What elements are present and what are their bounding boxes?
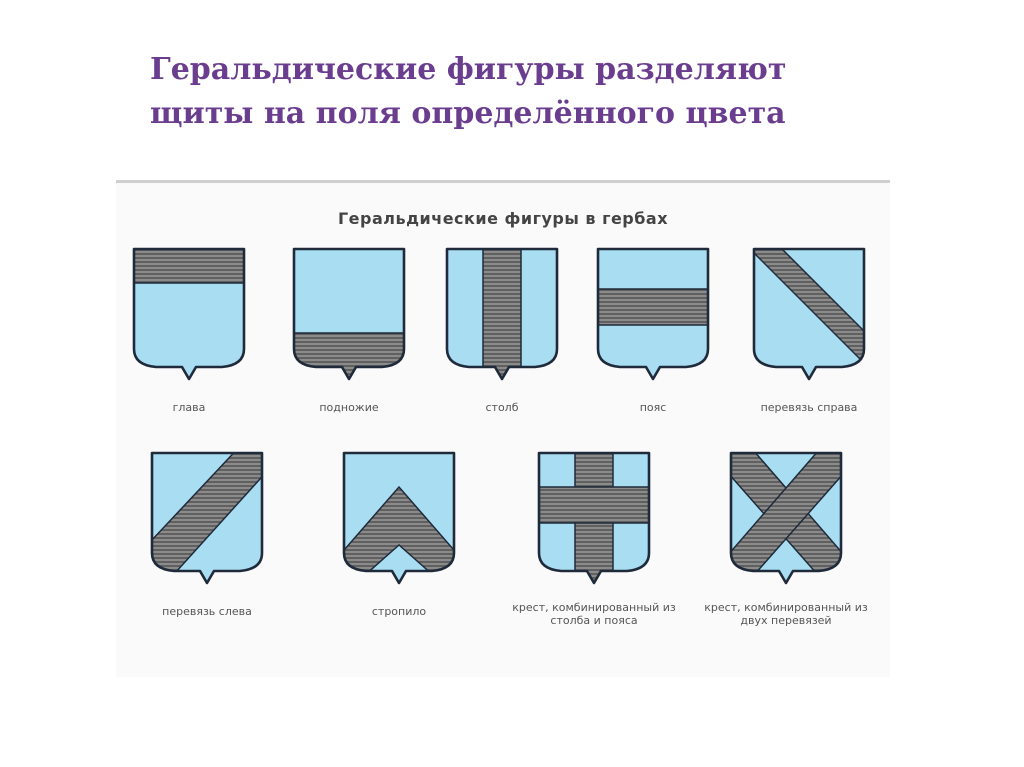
slide-title-line-2: щиты на поля определённого цвета <box>150 96 786 131</box>
caption-krest: крест, комбинированный из столба и пояса <box>512 601 676 627</box>
heraldic-ordinary <box>598 288 708 326</box>
caption-perevyaz-sleva: перевязь слева <box>162 605 252 618</box>
shield-poyas <box>594 245 712 385</box>
shield-krest <box>535 449 653 589</box>
shield-outline <box>132 247 246 381</box>
shield-glava <box>130 245 248 385</box>
caption-stolb: столб <box>485 401 519 414</box>
shield-perevyaz-sleva <box>148 449 266 589</box>
caption-stropilo: стропило <box>371 605 427 618</box>
figure-title: Геральдические фигуры в гербах <box>337 209 669 228</box>
caption-andreevsky-krest: крест, комбинированный из двух перевязей <box>704 601 868 627</box>
heraldic-ordinary <box>482 249 522 379</box>
shield-outline <box>537 451 651 585</box>
shield-outline <box>292 247 406 381</box>
shield-outline <box>752 247 866 381</box>
caption-podoshva: подножие <box>319 401 379 414</box>
shield-stolb <box>443 245 561 385</box>
heraldic-ordinary <box>134 249 244 284</box>
shield-outline <box>596 247 710 381</box>
shield-podoshva <box>290 245 408 385</box>
heraldic-ordinary <box>539 453 649 583</box>
heraldry-figure: Геральдические фигуры в гербах глава под… <box>116 180 890 677</box>
shield-outline <box>342 451 456 585</box>
shield-outline <box>445 247 559 381</box>
caption-glava: глава <box>172 401 206 414</box>
shield-outline <box>729 451 843 585</box>
shield-andreevsky-krest <box>727 449 845 589</box>
slide-title-line-1: Геральдические фигуры разделяют <box>150 52 787 87</box>
caption-poyas: пояс <box>639 401 667 414</box>
heraldic-ordinary <box>344 485 454 583</box>
heraldic-ordinary <box>731 453 841 583</box>
shield-perevyaz-sprava <box>750 245 868 385</box>
heraldic-ordinary <box>152 453 262 583</box>
heraldic-ordinary <box>754 249 864 379</box>
shield-stropilo <box>340 449 458 589</box>
slide-title: Геральдические фигуры разделяют щиты на … <box>150 48 910 136</box>
caption-perevyaz-sprava: перевязь справа <box>760 401 858 414</box>
shield-outline <box>150 451 264 585</box>
heraldic-ordinary <box>294 332 404 379</box>
